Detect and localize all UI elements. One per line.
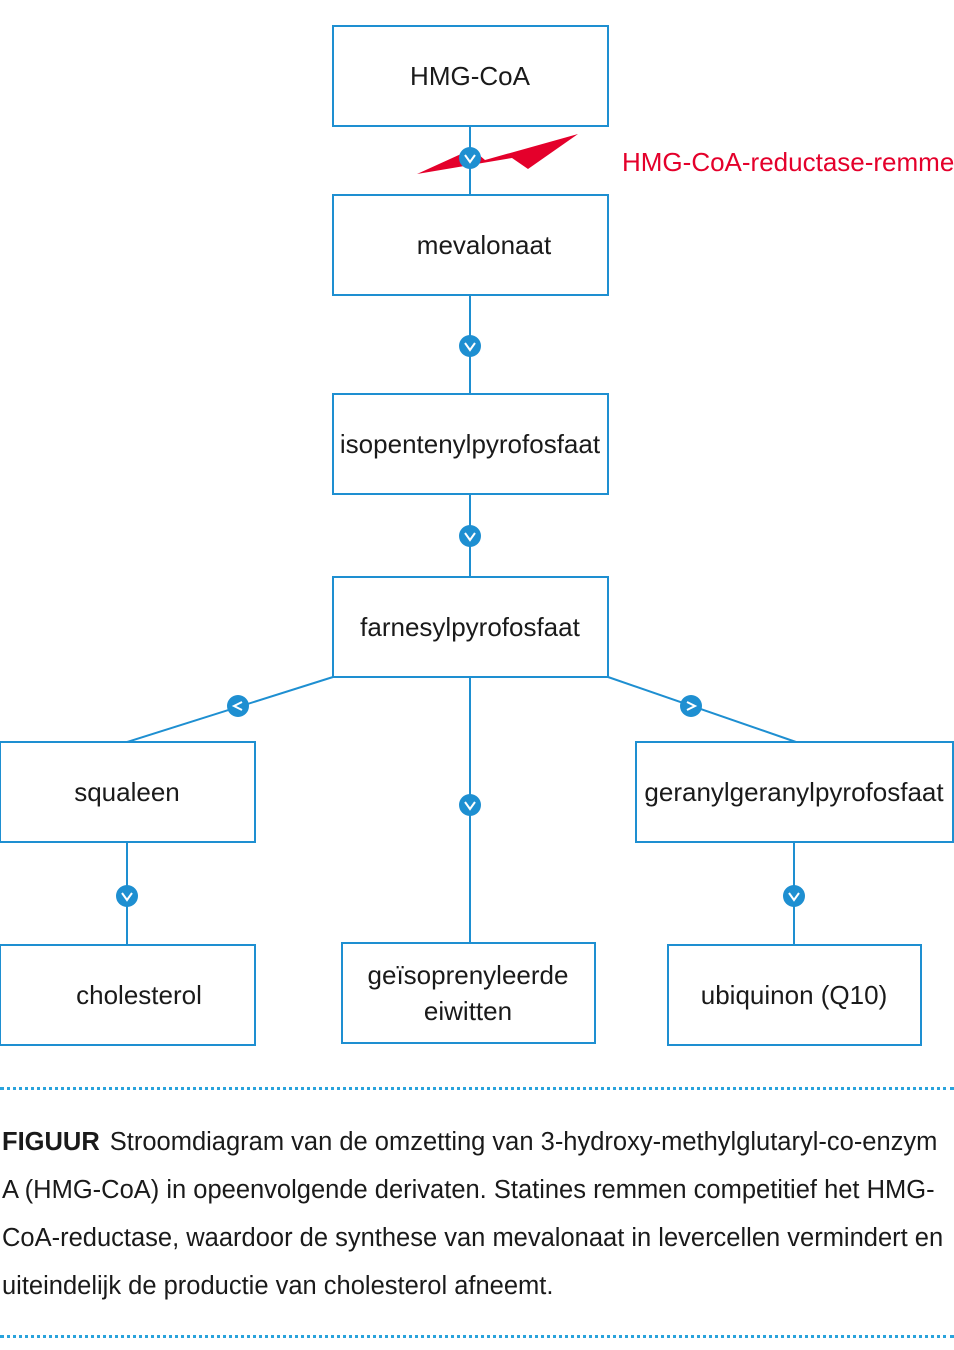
node-box-geisoprenyleerde-eiwitten	[341, 942, 596, 1044]
node-label-hmg-coa: HMG-CoA	[410, 61, 531, 91]
dotted-divider-bottom	[0, 1335, 954, 1338]
node-label-geranylgeranylpyrofosfaat: geranylgeranylpyrofosfaat	[644, 777, 944, 807]
node-box-ubiquinon	[667, 944, 922, 1046]
node-label-mevalonaat: mevalonaat	[417, 230, 552, 260]
arrow-marker-down-icon	[459, 794, 481, 816]
arrow-marker-down-icon	[116, 885, 138, 907]
node-label-geisoprenyleerde-line1: geïsoprenyleerde	[368, 960, 569, 990]
arrow-marker-down-icon	[459, 335, 481, 357]
inhibitor-bolt-icon	[417, 134, 578, 174]
node-label-squaleen: squaleen	[74, 777, 180, 807]
arrow-marker-down-right-icon	[680, 695, 702, 717]
node-box-isopentenylpyrofosfaat	[332, 393, 609, 495]
node-label-cholesterol: cholesterol	[76, 980, 202, 1010]
arrow-marker-down-icon	[459, 147, 481, 169]
nodes	[0, 25, 954, 1046]
node-label-farnesylpyrofosfaat: farnesylpyrofosfaat	[360, 612, 580, 642]
node-box-hmg-coa	[332, 25, 609, 127]
node-box-geranylgeranylpyrofosfaat	[635, 741, 954, 843]
arrow-marker-down-left-icon	[227, 695, 249, 717]
node-box-cholesterol	[0, 944, 256, 1046]
inhibitor-label: HMG-CoA-reductase-remmer	[622, 147, 954, 177]
node-label-isopentenylpyrofosfaat: isopentenylpyrofosfaat	[340, 429, 601, 459]
node-label-eiwitten-line2: eiwitten	[424, 996, 512, 1026]
node-box-squaleen	[0, 741, 256, 843]
flow-diagram: HMG-CoA mevalonaat isopentenylpyrofosfaa…	[0, 25, 954, 1046]
caption-label: FIGUUR	[2, 1128, 100, 1156]
dotted-divider-top	[0, 1087, 954, 1090]
node-label-ubiquinon: ubiquinon (Q10)	[701, 980, 887, 1010]
edge-farnesyl-geranylgeranyl	[607, 676, 797, 743]
caption-text: Stroomdiagram van de omzetting van 3-hyd…	[2, 1128, 944, 1300]
node-box-farnesylpyrofosfaat	[332, 576, 609, 678]
arrow-marker-down-icon	[459, 525, 481, 547]
arrow-markers	[116, 147, 805, 907]
arrow-marker-down-icon	[783, 885, 805, 907]
node-box-mevalonaat	[332, 194, 609, 296]
